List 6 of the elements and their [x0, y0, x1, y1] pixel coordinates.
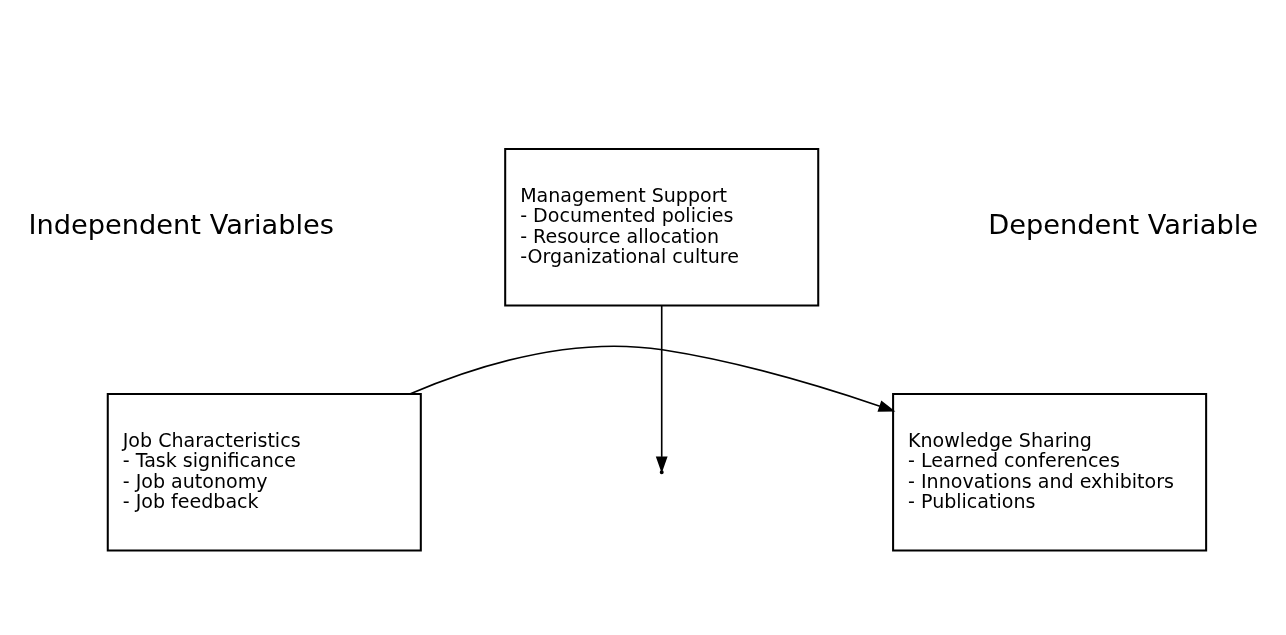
- label: Independent Variables: [28, 208, 335, 240]
- node-box: Knowledge Sharing - Learned conferences - Innovations and exhibitors - Publications: [892, 392, 1208, 552]
- arrow: [409, 345, 896, 412]
- node-box: Management Support - Documented policies - Resource allocation -Organizational culture: [504, 147, 820, 307]
- node-box: Job Characteristics - Task significance - Job autonomy - Job feedback: [106, 392, 422, 552]
- label: Dependent Variable: [988, 208, 1259, 240]
